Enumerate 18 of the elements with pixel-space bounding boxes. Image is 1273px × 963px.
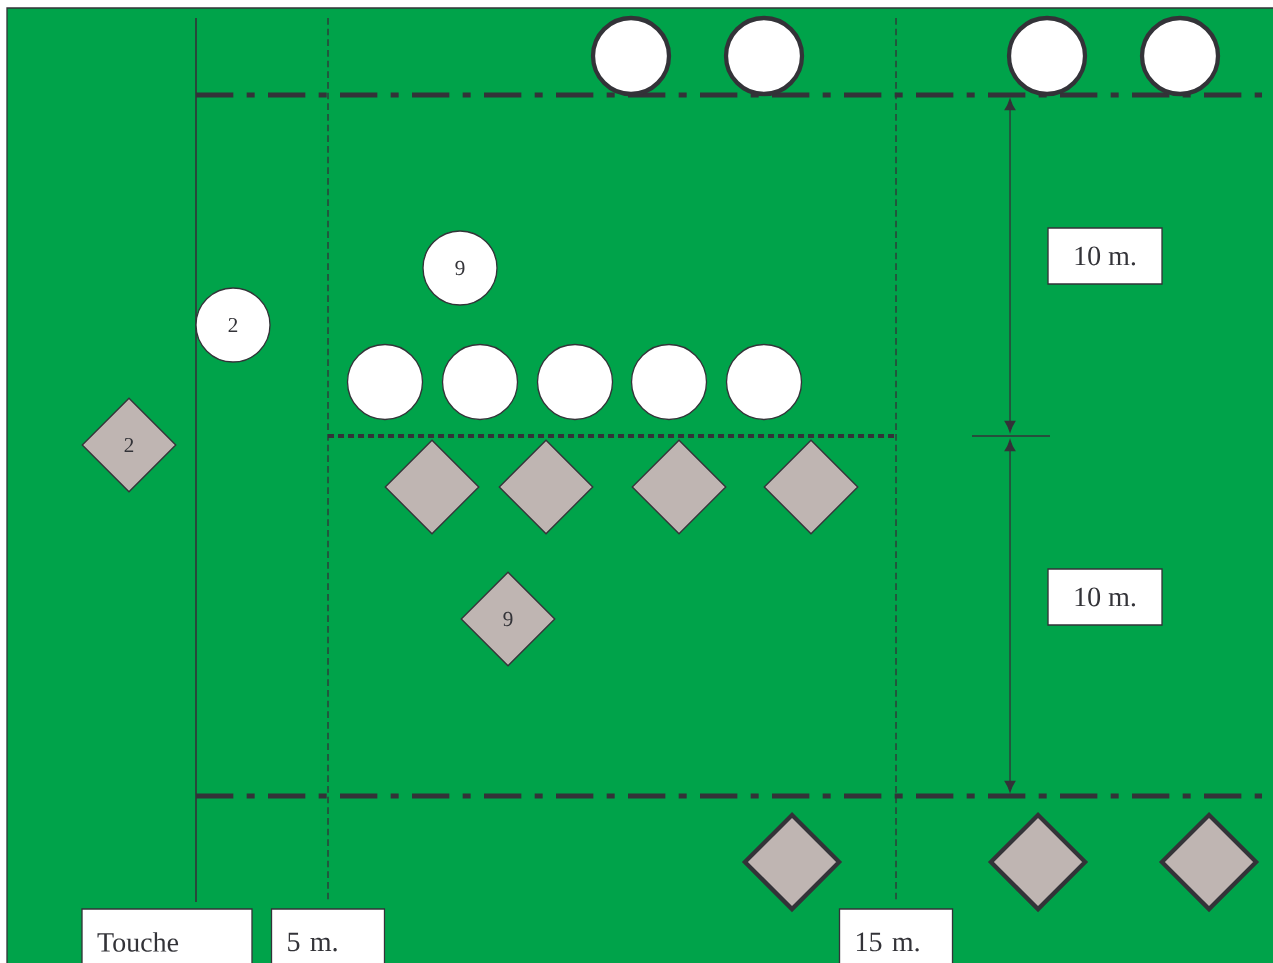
player-diamond (763, 439, 859, 535)
player-diamond (631, 439, 727, 535)
dimension-label: Touche (81, 908, 253, 963)
player-circle (346, 343, 424, 421)
dimension-label: 10 m. (1047, 568, 1163, 626)
player-circle (1006, 15, 1088, 97)
player-circle (590, 15, 672, 97)
dimension-label: 10 m. (1047, 227, 1163, 285)
player-circle (630, 343, 708, 421)
player-circle (536, 343, 614, 421)
player-circle (1139, 15, 1221, 97)
player-circle (725, 343, 803, 421)
player-circle (441, 343, 519, 421)
dimension-label: 15 m. (838, 908, 954, 963)
player-diamond (384, 439, 480, 535)
player-diamond (498, 439, 594, 535)
player-circle (723, 15, 805, 97)
dimension-label: 5 m. (270, 908, 386, 963)
